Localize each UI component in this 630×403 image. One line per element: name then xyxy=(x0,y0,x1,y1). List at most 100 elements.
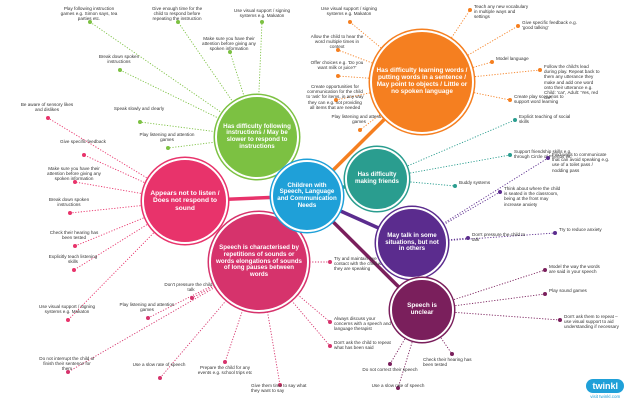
twinkl-url[interactable]: visit twinkl.com xyxy=(590,394,621,399)
note-dot xyxy=(513,118,517,122)
note-dot xyxy=(450,352,454,356)
branch-b1-label: Has difficulty following instructions / … xyxy=(223,122,291,150)
note-b4-3: Try to reduce anxiety xyxy=(559,227,602,232)
note-dot xyxy=(118,68,122,72)
note-b2-6: Follow the child's lead during play. Rep… xyxy=(544,64,600,101)
branch-b4-label: May talk in some situations, but not in … xyxy=(385,231,439,253)
note-dot xyxy=(396,386,400,390)
note-connector-b2-2 xyxy=(421,25,519,83)
note-b7-1: Give specific feedback xyxy=(60,139,106,144)
note-b6-4: Prepare the child for any events e.g. sc… xyxy=(197,365,253,376)
note-b2-2: Give specific feedback e.g. 'good talkin… xyxy=(522,20,577,31)
note-dot xyxy=(558,318,562,322)
note-b7-2: Make sure you have their attention befor… xyxy=(47,166,101,182)
branch-b7: Appears not to listen / Does not respond… xyxy=(142,158,228,244)
branch-b1: Has difficulty following instructions / … xyxy=(215,95,299,179)
note-b3-1: Support friendship skills e.g. through C… xyxy=(514,149,572,160)
note-dot xyxy=(468,8,472,12)
note-b7-4: Check their hearing has been tested xyxy=(49,230,99,241)
note-connector-b7-2 xyxy=(74,181,186,202)
note-dot xyxy=(388,362,392,366)
note-dot xyxy=(66,318,70,322)
note-b6-2: Always discuss your concerns with a spee… xyxy=(334,316,391,332)
branch-b2: Has difficulty learning words / putting … xyxy=(370,30,474,134)
note-b1-2: Use visual support / signing systems e.g… xyxy=(233,8,291,19)
note-b1-6: Play listening and attention games xyxy=(139,132,195,143)
note-dot xyxy=(73,244,77,248)
note-dot xyxy=(336,48,340,52)
twinkl-logo: twinkl xyxy=(586,379,624,393)
note-dot xyxy=(328,344,332,348)
note-dot xyxy=(82,153,86,157)
note-dot xyxy=(498,190,502,194)
note-b2-5: Model language xyxy=(496,56,529,61)
branch-b2-label: Has difficulty learning words / putting … xyxy=(376,67,468,95)
note-b6-3: Don't ask the child to repeat what has b… xyxy=(334,340,391,351)
note-connector-b5-0 xyxy=(421,269,546,311)
note-connector-b3-2 xyxy=(376,178,456,187)
note-dot xyxy=(166,146,170,150)
center-topic-label: Children with Speech, Language and Commu… xyxy=(277,181,337,209)
branch-b7-label: Appears not to listen / Does not respond… xyxy=(150,190,220,212)
note-b4-2: Don't pressure the child to talk xyxy=(472,232,526,243)
note-dot xyxy=(72,268,76,272)
note-dot xyxy=(73,180,77,184)
note-b3-0: Explicit teaching of social skills xyxy=(519,114,571,125)
note-b7-3: Break down spoken instructions xyxy=(48,197,90,208)
note-b2-9: Play listening and attention games xyxy=(331,114,387,125)
note-b5-1: Play sound games xyxy=(549,288,587,293)
note-dot xyxy=(260,20,264,24)
note-b4-0: Find ways to communicate that can avoid … xyxy=(552,152,610,173)
note-dot xyxy=(228,50,232,54)
note-b2-4: Offer choices e.g. 'Do you want milk or … xyxy=(310,60,364,71)
note-connector-b7-3 xyxy=(69,200,186,214)
note-dot xyxy=(278,383,282,387)
note-b7-0: Be aware of sensory likes and dislikes xyxy=(20,102,74,113)
note-dot xyxy=(176,20,180,24)
note-b6-5: Give them time to say what they want to … xyxy=(251,383,307,394)
note-dot xyxy=(516,24,520,28)
note-dot xyxy=(538,68,542,72)
note-b2-8: Create play scenarios to support word le… xyxy=(514,94,564,105)
note-dot xyxy=(223,360,227,364)
note-b3-2: Buddy systems xyxy=(459,180,491,185)
note-b2-1: Teach any new vocabulary in multiple way… xyxy=(474,4,529,20)
note-b6-7: Play listening and attention games xyxy=(119,302,175,313)
note-dot xyxy=(546,156,550,160)
note-b6-6: Use a slow rate of speech xyxy=(132,362,186,367)
note-dot xyxy=(336,74,340,78)
note-dot xyxy=(508,98,512,102)
branch-b5: Speech is unclear xyxy=(390,278,454,342)
note-dot xyxy=(328,320,332,324)
twinkl-brand: twinkl visit twinkl.com xyxy=(586,376,624,399)
note-dot xyxy=(490,60,494,64)
note-dot xyxy=(358,128,362,132)
note-b5-4: Check their hearing has been tested xyxy=(423,357,472,368)
note-b7-5: Explicitly teach listening skills xyxy=(48,254,98,265)
branch-b3-label: Has difficulty making friends xyxy=(354,171,399,185)
note-dot xyxy=(68,211,72,215)
note-b5-0: Model the way the words are said in your… xyxy=(549,264,600,275)
note-b1-5: Speak slowly and clearly xyxy=(113,106,165,111)
note-dot xyxy=(543,268,547,272)
branch-b5-label: Speech is unclear xyxy=(407,302,437,316)
note-b1-3: Make sure you have their attention befor… xyxy=(202,36,256,52)
note-b6-0: Don't pressure the child to talk xyxy=(164,282,218,293)
note-connector-b7-1 xyxy=(83,154,186,202)
branch-b3: Has difficulty making friends xyxy=(345,147,409,211)
note-dot xyxy=(146,316,150,320)
note-b1-1: Give enough time for the child to respon… xyxy=(151,6,203,22)
note-dot xyxy=(543,292,547,296)
note-dot xyxy=(348,20,352,24)
note-dot xyxy=(508,153,512,157)
note-b2-3: Allow the child to hear the word multipl… xyxy=(310,34,364,50)
note-b2-7: Create opportunities for communication f… xyxy=(306,84,364,110)
note-dot xyxy=(46,116,50,120)
note-dot xyxy=(453,184,457,188)
note-dot xyxy=(88,20,92,24)
note-b5-2: Don't ask them to repeat – use visual su… xyxy=(564,314,619,330)
note-dot xyxy=(190,296,194,300)
branch-b4: May talk in some situations, but not in … xyxy=(376,207,448,279)
note-dot xyxy=(328,260,332,264)
note-dot xyxy=(66,370,70,374)
